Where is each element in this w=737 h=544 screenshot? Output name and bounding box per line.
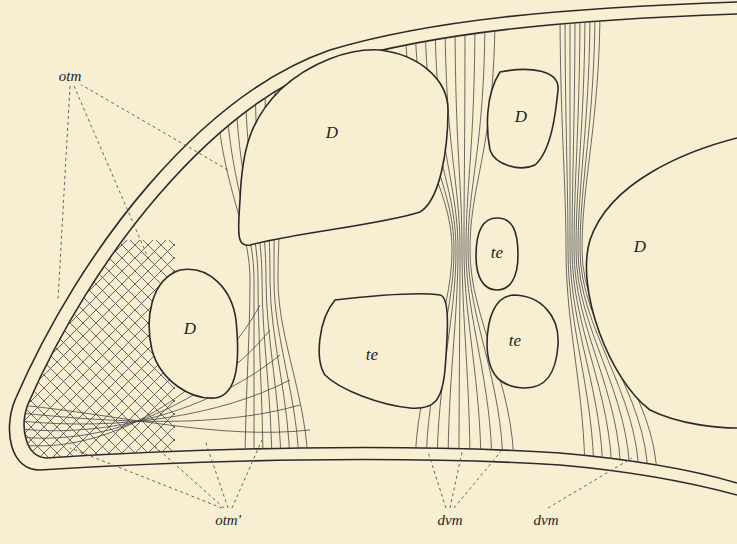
muscle-fibre [0, 240, 175, 500]
cavity-shape [316, 290, 452, 412]
cavity-shape [235, 45, 453, 253]
cavity-outline: D [145, 265, 241, 402]
muscle-fibre [0, 240, 23, 500]
cavity-outline: te [472, 214, 522, 294]
muscle-fibre [560, 5, 585, 480]
cavity-label: D [634, 238, 646, 255]
cavity-outline: te [316, 290, 452, 412]
muscle-fibre [13, 240, 175, 500]
muscle-fibre [0, 240, 140, 500]
muscle-fibre [0, 240, 175, 500]
muscle-fibre [455, 10, 470, 470]
muscle-fibre [0, 240, 75, 500]
muscle-fibre [104, 240, 175, 500]
muscle-fibre [26, 240, 175, 500]
muscle-fibre [13, 240, 175, 500]
part-label: otm' [213, 512, 243, 529]
muscle-fibre [0, 240, 36, 500]
cavity-outline: D [482, 64, 562, 172]
muscle-fibre [0, 240, 175, 500]
muscle-fibre [104, 240, 175, 500]
muscle-fibre [26, 240, 175, 500]
muscle-fibre [78, 240, 175, 500]
muscle-fibre [0, 240, 175, 500]
muscle-fibre [0, 240, 175, 500]
muscle-fibre [0, 240, 62, 500]
muscle-fibre [143, 240, 175, 500]
muscle-fibre [0, 240, 140, 500]
muscle-fibre [117, 240, 175, 500]
muscle-fibre [0, 240, 127, 500]
muscle-fibre [65, 240, 175, 500]
muscle-fibre [0, 240, 175, 500]
muscle-fibre [130, 240, 175, 500]
cavity-label: D [326, 124, 338, 141]
muscle-fibre [0, 240, 127, 500]
cavity-shape [575, 135, 737, 431]
muscle-fibre [78, 240, 175, 500]
muscle-fibre [0, 240, 114, 500]
muscle-fibre [130, 240, 175, 500]
cavity-shape [484, 292, 562, 392]
muscle-fibre [0, 240, 175, 500]
muscle-fibre [225, 60, 254, 470]
muscle-fibre [0, 240, 10, 500]
muscle-fibre [0, 240, 10, 500]
muscle-fibre [0, 240, 114, 500]
muscle-fibres [0, 5, 657, 510]
muscle-fibre [0, 240, 101, 500]
part-label: dvm [532, 512, 561, 529]
muscle-fibre [445, 10, 460, 470]
cavity-outline: D [575, 135, 737, 431]
muscle-fibre [117, 240, 175, 500]
muscle-fibre [0, 240, 166, 500]
muscle-fibre [0, 240, 36, 500]
cavity-label: D [515, 108, 527, 125]
muscle-fibre [0, 240, 175, 500]
cavity-outline: te [484, 292, 562, 392]
cavity-outline: D [235, 45, 453, 253]
cavity-label: D [184, 320, 196, 337]
cavity-label: te [366, 346, 378, 363]
muscle-fibre [0, 240, 49, 500]
muscle-fibre [0, 240, 49, 500]
muscle-fibre [215, 60, 250, 470]
muscle-fibre [143, 240, 175, 500]
muscle-fibre [0, 240, 175, 500]
part-label: dvm [436, 512, 465, 529]
muscle-fibre [0, 240, 62, 500]
muscle-fibre [65, 240, 175, 500]
part-label: otm [57, 68, 84, 85]
muscle-fibre [0, 240, 166, 500]
muscle-fibre [0, 240, 175, 500]
muscle-fibre [0, 240, 101, 500]
cavity-label: te [491, 244, 503, 261]
muscle-fibre [0, 240, 23, 500]
muscle-fibre [20, 405, 310, 432]
cavity-label: te [509, 332, 521, 349]
muscle-fibre [20, 355, 280, 431]
muscle-fibre [0, 240, 75, 500]
